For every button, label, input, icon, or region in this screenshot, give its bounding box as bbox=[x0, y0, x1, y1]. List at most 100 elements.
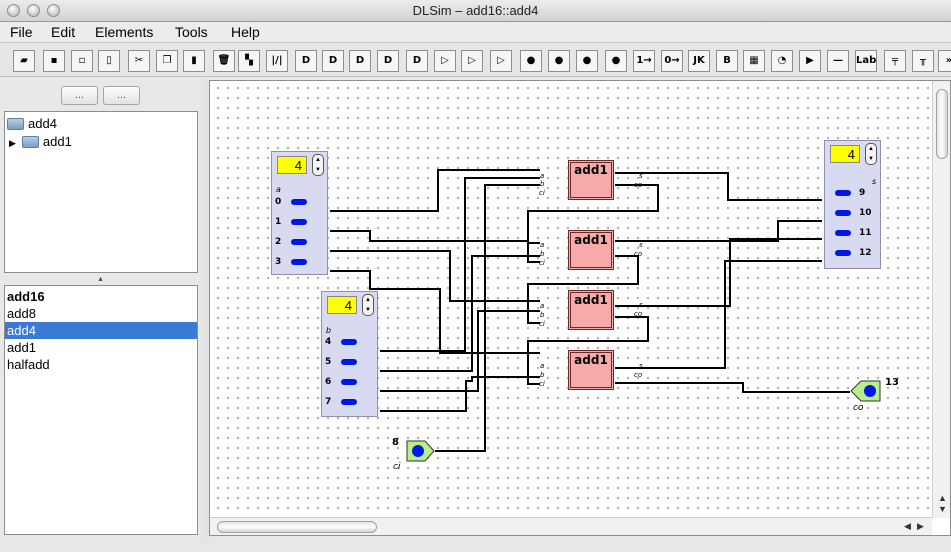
gate-pin-ci: ci bbox=[539, 320, 545, 328]
close-window-icon[interactable] bbox=[7, 4, 20, 17]
pin-label: 6 bbox=[325, 377, 332, 387]
add1-gate[interactable]: add1 bbox=[568, 160, 614, 200]
one-constant-icon[interactable]: 1→ bbox=[633, 50, 655, 72]
title-bar: DLSim – add16::add4 bbox=[0, 0, 951, 22]
list-item[interactable]: add1 bbox=[7, 340, 36, 355]
splitter-icon[interactable]: ╤ bbox=[884, 50, 906, 72]
zoom-window-icon[interactable] bbox=[47, 4, 60, 17]
xor-gate-icon[interactable]: D bbox=[406, 50, 428, 72]
gate-pin-b: b bbox=[540, 180, 545, 188]
pin-label: 4 bbox=[325, 337, 332, 347]
output-pin-icon[interactable]: ● bbox=[548, 50, 570, 72]
open-folder-icon[interactable]: ▰ bbox=[13, 50, 35, 72]
gate-pin-s: s bbox=[639, 172, 643, 180]
minimize-window-icon[interactable] bbox=[27, 4, 40, 17]
save-icon[interactable]: ▪ bbox=[43, 50, 65, 72]
pin-label: 11 bbox=[859, 228, 872, 238]
horizontal-scrollbar[interactable]: ◀ ▶ bbox=[210, 517, 932, 535]
tree-item-root[interactable]: add4 bbox=[7, 115, 57, 133]
list-item[interactable]: halfadd bbox=[7, 357, 50, 372]
pin-label: 2 bbox=[275, 237, 282, 247]
add1-gate[interactable]: add1 bbox=[568, 350, 614, 390]
copy-icon[interactable]: ❐ bbox=[156, 50, 178, 72]
wires bbox=[330, 169, 850, 452]
output-s-spinner[interactable]: ▲▼ bbox=[865, 143, 877, 165]
led-indicator bbox=[341, 359, 357, 365]
tree-expand-icon[interactable]: ▶ bbox=[9, 138, 16, 148]
delete-icon[interactable]: 🗑 bbox=[213, 50, 235, 72]
input-b-value[interactable]: 4 bbox=[327, 296, 357, 314]
sidebar-button-2[interactable]: ... bbox=[103, 86, 140, 105]
jk-flipflop-icon[interactable]: JK bbox=[688, 50, 710, 72]
led-indicator bbox=[341, 399, 357, 405]
canvas-area: 4 ▲▼ a 0 1 2 3 4 ▲▼ b 4 5 6 7 bbox=[209, 80, 951, 536]
gate-pin-a: a bbox=[540, 302, 545, 310]
ci-terminal-name: ci bbox=[393, 462, 401, 472]
pin-label: 5 bbox=[325, 357, 332, 367]
nand-gate-icon[interactable]: D bbox=[322, 50, 344, 72]
more-icon[interactable]: » bbox=[938, 50, 951, 72]
window-title: DLSim – add16::add4 bbox=[412, 3, 539, 18]
line-icon[interactable]: — bbox=[827, 50, 849, 72]
add1-gate[interactable]: add1 bbox=[568, 230, 614, 270]
sidebar-splitter[interactable]: ▴ bbox=[98, 274, 103, 283]
menu-tools[interactable]: Tools bbox=[175, 24, 208, 40]
zero-constant-icon[interactable]: 0→ bbox=[661, 50, 683, 72]
input-b-spinner[interactable]: ▲▼ bbox=[362, 294, 374, 316]
cut-icon[interactable]: ✂ bbox=[128, 50, 150, 72]
bidir-pin-icon[interactable]: ● bbox=[576, 50, 598, 72]
menu-file[interactable]: File bbox=[10, 24, 33, 40]
new-icon[interactable]: ▫ bbox=[71, 50, 93, 72]
list-item[interactable]: add4 bbox=[5, 322, 197, 339]
led-indicator bbox=[835, 250, 851, 256]
gate-pin-b: b bbox=[540, 311, 545, 319]
gate-pin-ci: ci bbox=[539, 189, 545, 197]
paste-icon[interactable]: ▮ bbox=[183, 50, 205, 72]
input-a-spinner[interactable]: ▲▼ bbox=[312, 154, 324, 176]
vertical-scroll-thumb[interactable] bbox=[936, 89, 948, 159]
horizontal-scroll-thumb[interactable] bbox=[217, 521, 377, 533]
sidebar-button-1[interactable]: ... bbox=[61, 86, 98, 105]
add1-gate[interactable]: add1 bbox=[568, 290, 614, 330]
input-b-box[interactable]: 4 ▲▼ b 4 5 6 7 bbox=[321, 291, 378, 417]
probe-icon[interactable]: ● bbox=[605, 50, 627, 72]
input-a-value[interactable]: 4 bbox=[277, 156, 307, 174]
trash-icon[interactable]: ▚ bbox=[238, 50, 260, 72]
co-output-terminal[interactable] bbox=[850, 380, 882, 402]
tristate-icon[interactable]: ▷ bbox=[490, 50, 512, 72]
list-item[interactable]: add8 bbox=[7, 306, 36, 321]
output-s-box[interactable]: 4 ▲▼ s 9 10 11 12 bbox=[824, 140, 881, 269]
pin-label: 7 bbox=[325, 397, 332, 407]
scroll-right-icon[interactable]: ▶ bbox=[917, 521, 924, 531]
or-gate-icon[interactable]: D bbox=[349, 50, 371, 72]
clock-icon[interactable]: ◔ bbox=[771, 50, 793, 72]
scroll-left-icon[interactable]: ◀ bbox=[904, 521, 911, 531]
register-icon[interactable]: B bbox=[716, 50, 738, 72]
not-gate-icon[interactable]: ▷ bbox=[434, 50, 456, 72]
menu-edit[interactable]: Edit bbox=[51, 24, 76, 40]
input-pin-icon[interactable]: ● bbox=[520, 50, 542, 72]
gate-pin-b: b bbox=[540, 371, 545, 379]
circuit-canvas[interactable]: 4 ▲▼ a 0 1 2 3 4 ▲▼ b 4 5 6 7 bbox=[210, 81, 932, 518]
scroll-down-icon[interactable]: ▼ bbox=[938, 504, 947, 514]
nor-gate-icon[interactable]: D bbox=[377, 50, 399, 72]
pulse-icon[interactable]: ▶ bbox=[799, 50, 821, 72]
bus-icon[interactable]: ▦ bbox=[743, 50, 765, 72]
menu-help[interactable]: Help bbox=[231, 24, 260, 40]
page-icon[interactable]: ▯ bbox=[98, 50, 120, 72]
vertical-scrollbar[interactable]: ▲ ▼ bbox=[932, 81, 950, 518]
input-a-box[interactable]: 4 ▲▼ a 0 1 2 3 bbox=[271, 151, 328, 275]
and-gate-icon[interactable]: D bbox=[295, 50, 317, 72]
scroll-up-icon[interactable]: ▲ bbox=[938, 493, 947, 503]
wire-icon[interactable]: |/| bbox=[266, 50, 288, 72]
list-item[interactable]: add16 bbox=[7, 289, 45, 304]
tree-item-child[interactable]: ▶add1 bbox=[9, 134, 72, 149]
ci-input-terminal[interactable] bbox=[406, 440, 436, 462]
ground-icon[interactable]: ╥ bbox=[912, 50, 934, 72]
buffer-icon[interactable]: ▷ bbox=[461, 50, 483, 72]
panel-splitter[interactable] bbox=[201, 78, 209, 543]
menu-elements[interactable]: Elements bbox=[95, 24, 154, 40]
label-icon[interactable]: Lab bbox=[855, 50, 877, 72]
circuit-list: add16 add8 add4 add1 halfadd bbox=[4, 285, 198, 535]
